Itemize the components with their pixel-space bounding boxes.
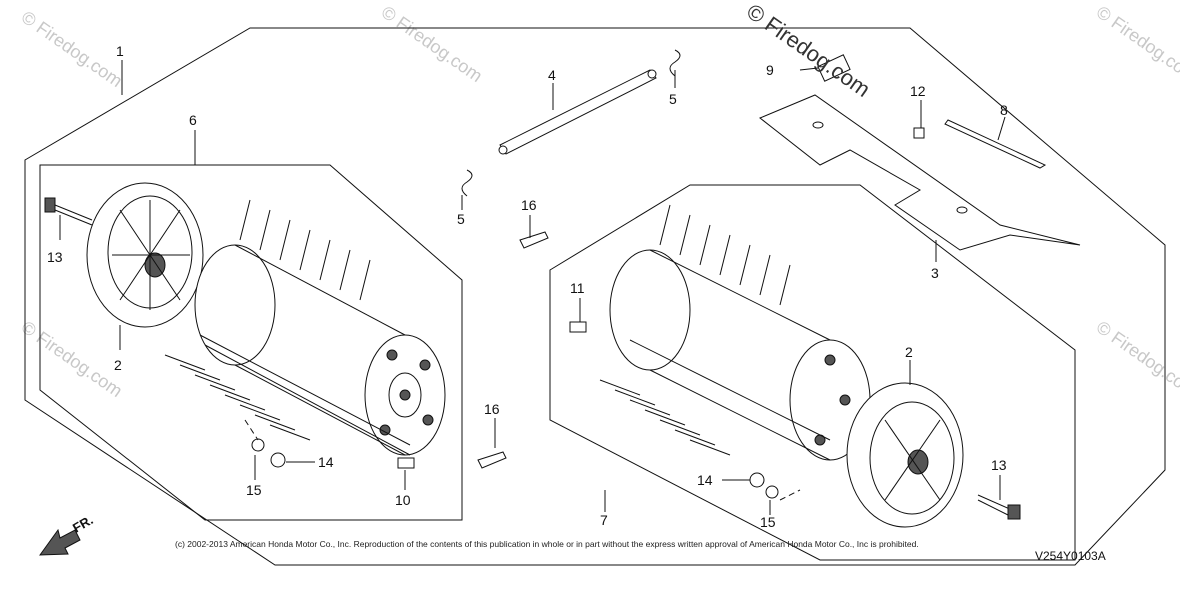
right-label-plate xyxy=(569,321,587,333)
right-wheel xyxy=(846,382,964,528)
callout-13-left: 13 xyxy=(47,249,63,265)
watermark-faint-mr: © Firedog.com xyxy=(1093,317,1180,401)
right-nut-washer xyxy=(749,472,801,501)
watermark-faint-top: © Firedog.com xyxy=(378,2,486,86)
right-rotor-outline xyxy=(549,184,1076,561)
left-rotor-outline xyxy=(39,164,463,521)
right-rotor xyxy=(599,204,871,461)
assembly-outline xyxy=(24,27,1166,566)
callout-2-right: 2 xyxy=(905,344,913,360)
connecting-bar xyxy=(498,69,657,155)
watermark-faint-tr: © Firedog.com xyxy=(1093,2,1180,86)
callout-3: 3 xyxy=(931,265,939,281)
diagram-code: V254Y0103A xyxy=(1035,549,1106,563)
left-label-plate xyxy=(397,457,415,469)
callout-9: 9 xyxy=(766,62,774,78)
front-arrow-icon xyxy=(38,528,81,556)
hair-pin-bottom xyxy=(477,451,507,469)
leader-lines xyxy=(59,60,1006,515)
callout-16-top: 16 xyxy=(521,197,537,213)
callout-2-left: 2 xyxy=(114,357,122,373)
callout-11: 11 xyxy=(570,280,585,296)
callout-14-right: 14 xyxy=(697,472,713,488)
callout-1: 1 xyxy=(116,43,124,59)
callout-5-mid: 5 xyxy=(457,211,465,227)
left-nut-washer xyxy=(244,419,286,468)
watermark-faint-tl: © Firedog.com xyxy=(18,7,126,91)
left-rotor xyxy=(164,199,446,456)
watermark-faint-ml: © Firedog.com xyxy=(18,317,126,401)
callout-15-right: 15 xyxy=(760,514,776,530)
s-hook-mid xyxy=(461,169,473,197)
callout-13-right: 13 xyxy=(991,457,1007,473)
left-bolt xyxy=(44,197,93,226)
callout-12: 12 xyxy=(910,83,926,99)
callout-6: 6 xyxy=(189,112,197,128)
copyright-notice: (c) 2002-2013 American Honda Motor Co., … xyxy=(175,539,919,549)
right-bolt xyxy=(977,494,1021,520)
watermark-main: © Firedog.com xyxy=(742,0,875,102)
cover-strip xyxy=(944,119,1047,169)
s-hook-top xyxy=(669,49,681,77)
cover-plate xyxy=(759,94,1081,251)
callout-10: 10 xyxy=(395,492,411,508)
decal-9 xyxy=(817,54,851,82)
callout-5-top: 5 xyxy=(669,91,677,107)
front-arrow: FR. xyxy=(38,512,96,556)
callout-14-left: 14 xyxy=(318,454,334,470)
left-wheel xyxy=(86,182,204,328)
callout-numbers: 1 6 13 2 4 5 5 16 9 12 8 3 11 2 14 15 10… xyxy=(47,43,1008,530)
callout-8: 8 xyxy=(1000,102,1008,118)
callout-15-left: 15 xyxy=(246,482,262,498)
decal-12 xyxy=(913,127,925,139)
callout-7: 7 xyxy=(600,512,608,528)
callout-4: 4 xyxy=(548,67,556,83)
callout-16-bottom: 16 xyxy=(484,401,500,417)
hair-pin-top xyxy=(519,231,549,249)
